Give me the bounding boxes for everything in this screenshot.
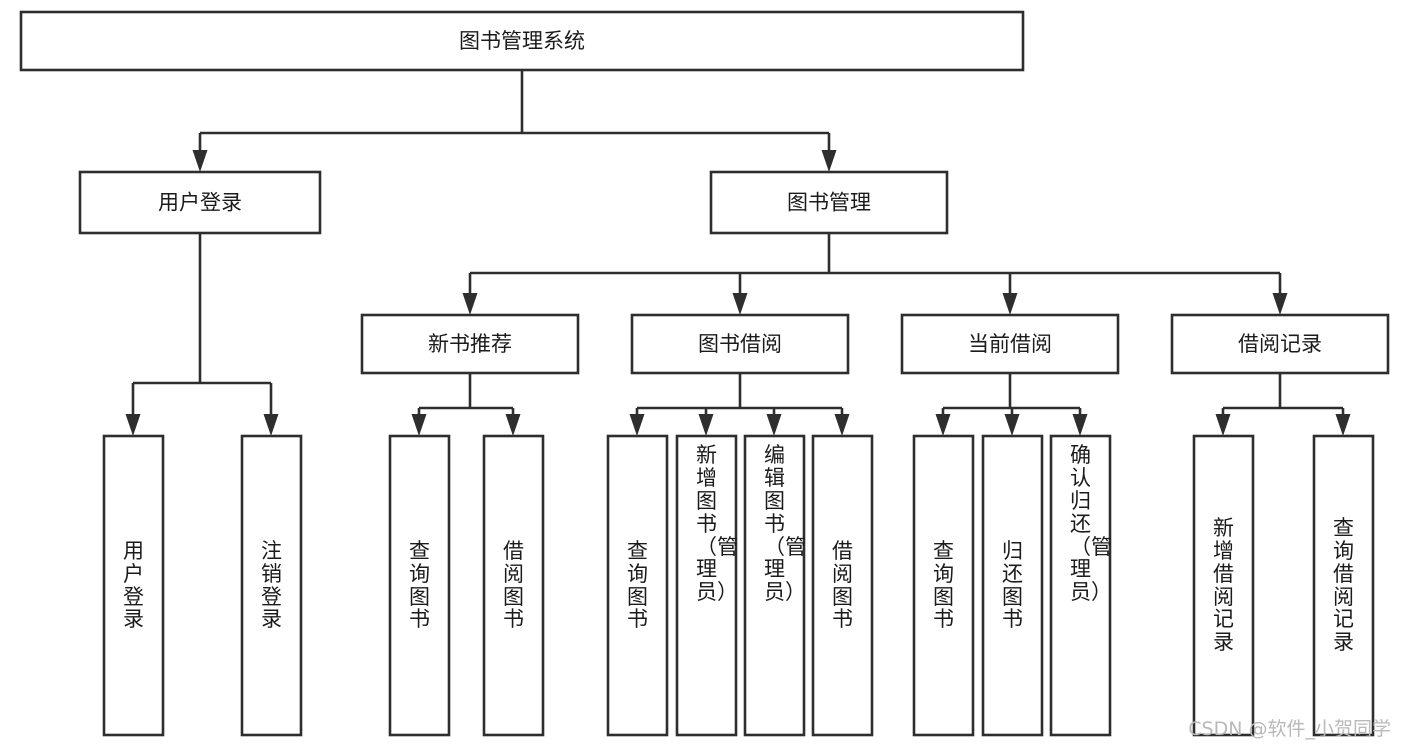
node-box-leaf-borrow-book-rec[interactable] — [482, 434, 545, 737]
connector-bookmanage-to-level2 — [462, 233, 1288, 315]
connector-layer — [125, 70, 1351, 436]
node-box-borrow-record[interactable] — [1170, 313, 1390, 375]
node-label-root: 图书管理系统 — [459, 29, 585, 53]
node-box-book-manage[interactable] — [709, 170, 949, 235]
node-box-leaf-query-record[interactable] — [1312, 434, 1375, 737]
connector-record-to-leaves — [1215, 373, 1351, 436]
node-box-new-book-recommend[interactable] — [360, 313, 580, 375]
node-box-leaf-query-book-bor[interactable] — [606, 434, 669, 737]
node-box-root[interactable] — [19, 10, 1025, 72]
node-box-leaf-logout[interactable] — [240, 434, 303, 737]
connector-userlogin-to-leaves — [125, 233, 279, 436]
node-box-leaf-return-book[interactable] — [981, 434, 1044, 737]
node-box-book-borrow[interactable] — [630, 313, 850, 375]
connector-current-to-leaves — [935, 373, 1088, 436]
node-label-book-manage: 图书管理 — [787, 191, 871, 215]
node-label-user-login: 用户登录 — [158, 191, 242, 215]
node-label-new-book-recommend: 新书推荐 — [428, 332, 512, 356]
node-label-current-borrow: 当前借阅 — [968, 332, 1052, 356]
node-box-leaf-user-login[interactable] — [102, 434, 165, 737]
connector-borrow-to-leaves — [629, 373, 850, 436]
connector-recommend-to-leaves — [411, 373, 521, 436]
node-box-leaf-add-record[interactable] — [1192, 434, 1255, 737]
node-label-book-borrow: 图书借阅 — [698, 332, 782, 356]
node-box-layer — [19, 10, 1390, 737]
node-label-borrow-record: 借阅记录 — [1238, 332, 1322, 356]
node-box-leaf-confirm-return[interactable] — [1049, 434, 1112, 737]
connector-root-to-level1 — [192, 70, 837, 172]
node-box-user-login[interactable] — [78, 170, 322, 235]
node-box-leaf-query-book-cur[interactable] — [912, 434, 975, 737]
node-box-current-borrow[interactable] — [900, 313, 1120, 375]
node-box-leaf-borrow-book-bor[interactable] — [811, 434, 874, 737]
node-box-leaf-query-book-rec[interactable] — [388, 434, 451, 737]
node-box-leaf-add-book[interactable] — [675, 434, 738, 737]
node-box-leaf-edit-book[interactable] — [743, 434, 806, 737]
